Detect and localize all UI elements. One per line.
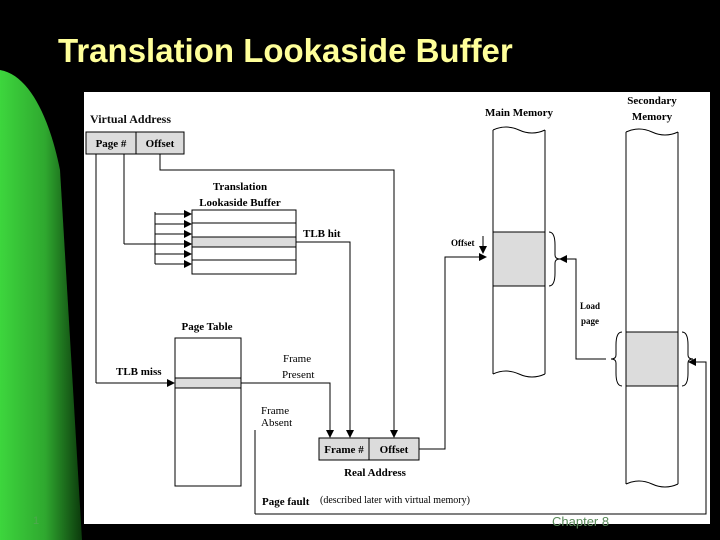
secondary-memory-title-line2: Memory — [632, 111, 673, 123]
page-table — [174, 337, 242, 487]
secondary-memory-left-brace — [610, 331, 623, 387]
virtual-address-title: Virtual Address — [90, 112, 171, 126]
tlb-title-line2: Lookaside Buffer — [199, 197, 281, 209]
real-address-to-memory-line — [419, 253, 487, 450]
frame-absent-line1: Frame — [261, 405, 289, 417]
virtual-page-number-label: Page # — [96, 138, 127, 150]
slide-title: Translation Lookaside Buffer — [58, 32, 513, 69]
real-address-title: Real Address — [344, 467, 407, 479]
virtual-offset-label: Offset — [146, 138, 175, 150]
tlb-title-line1: Translation — [213, 181, 267, 193]
green-sidebar-decoration — [0, 70, 82, 540]
slide-footer: Chapter 8 — [552, 514, 609, 529]
real-frame-number-label: Frame # — [324, 444, 364, 456]
slide-number: 1 — [33, 515, 39, 527]
tlb-hit-label: TLB hit — [303, 228, 341, 240]
offset-line — [159, 154, 398, 438]
frame-absent-line2: Absent — [261, 417, 292, 429]
main-memory-frame — [492, 231, 546, 287]
real-offset-label: Offset — [380, 444, 409, 456]
page-table-entry — [174, 377, 242, 389]
page-number-lines — [95, 154, 192, 387]
page-fault-note: (described later with virtual memory) — [320, 495, 470, 506]
load-page-line1: Load — [580, 301, 600, 311]
secondary-memory-column — [625, 128, 679, 488]
page-fault-line — [255, 358, 707, 515]
main-memory-title: Main Memory — [485, 107, 554, 119]
load-page-line — [559, 255, 606, 360]
tlb-table — [191, 209, 297, 275]
main-memory-column — [492, 126, 546, 378]
frame-present-line — [241, 382, 334, 438]
main-memory-offset-label: Offset — [451, 238, 475, 248]
load-page-line2: page — [581, 316, 599, 326]
secondary-memory-title-line1: Secondary — [627, 95, 677, 107]
page-fault-label: Page fault — [262, 496, 310, 508]
tlb-miss-label: TLB miss — [116, 366, 162, 378]
tlb-hit-line — [296, 241, 354, 438]
secondary-memory-right-brace — [681, 331, 694, 387]
frame-present-line2: Present — [282, 369, 314, 381]
secondary-memory-page — [625, 331, 679, 387]
page-table-title: Page Table — [181, 321, 232, 333]
frame-present-line1: Frame — [283, 353, 311, 365]
tlb-hit-entry — [191, 236, 297, 248]
